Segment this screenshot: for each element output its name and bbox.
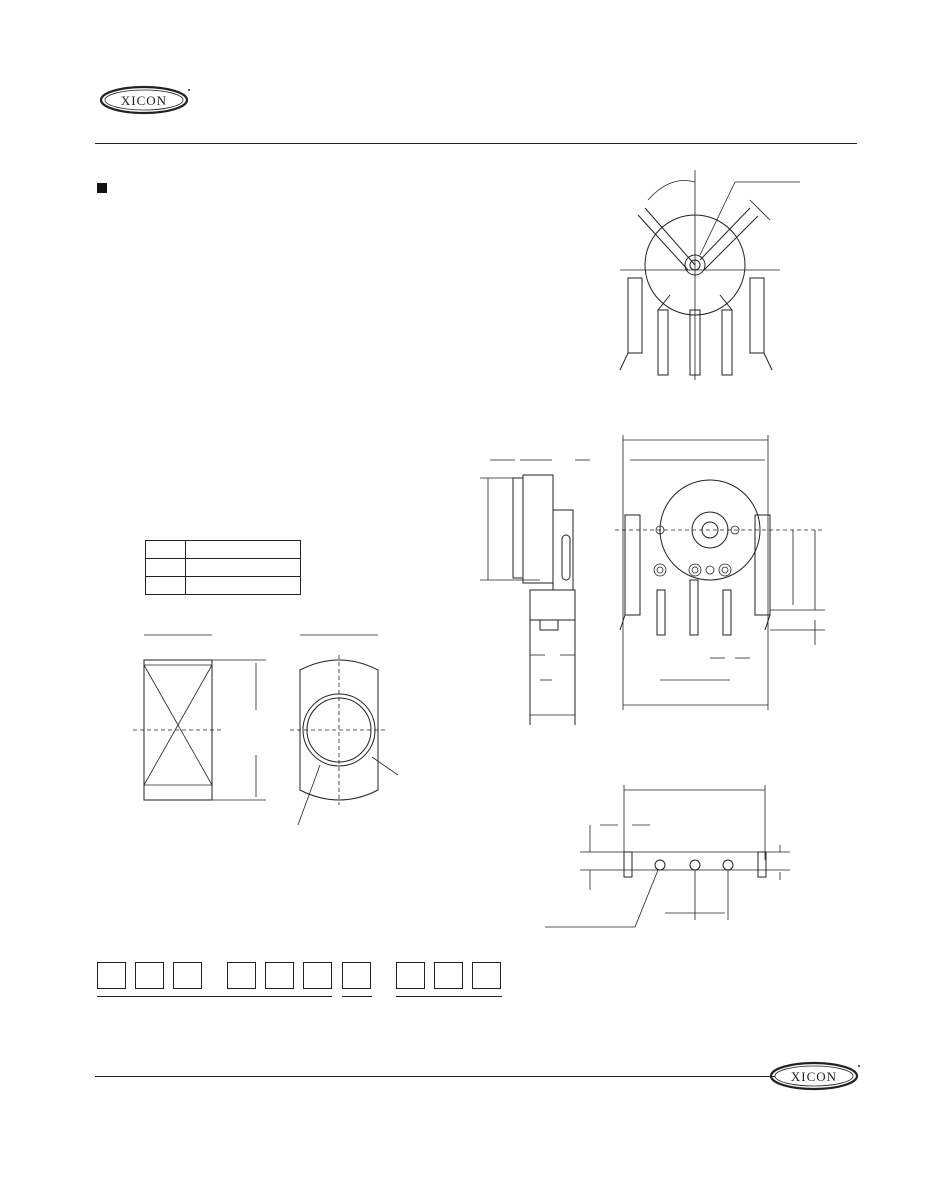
pcb-layout-drawing (545, 785, 790, 928)
header-divider (95, 143, 857, 144)
shaft-detail-flat-drawing (133, 634, 266, 801)
pn-box-4 (227, 962, 256, 989)
pn-box-1 (97, 962, 126, 989)
pn-box-10 (472, 962, 501, 989)
front-view-drawing (619, 170, 800, 380)
pn-box-6 (303, 962, 332, 989)
pn-box-5 (265, 962, 294, 989)
section-bullet (97, 183, 107, 193)
pn-group-underline-2 (342, 996, 372, 997)
pn-box-7 (342, 962, 371, 989)
spec-table (145, 540, 301, 595)
xicon-logo-icon: XICON (99, 85, 190, 115)
header-logo: XICON (99, 85, 192, 116)
svg-text:XICON: XICON (791, 1069, 837, 1084)
shaft-detail-round-drawing (290, 634, 399, 826)
main-front-view-drawing (615, 435, 825, 710)
pn-box-9 (434, 962, 463, 989)
svg-text:XICON: XICON (121, 93, 167, 108)
footer-logo: XICON (769, 1061, 862, 1092)
pn-box-3 (173, 962, 202, 989)
pn-box-2 (135, 962, 164, 989)
part-number-boxes (97, 962, 507, 1002)
xicon-logo-icon: XICON (769, 1061, 860, 1091)
pn-group-underline-3 (396, 996, 502, 997)
footer-divider (95, 1076, 775, 1077)
side-view-drawing (480, 459, 590, 725)
pn-box-8 (396, 962, 425, 989)
pn-group-underline-1 (97, 996, 332, 997)
